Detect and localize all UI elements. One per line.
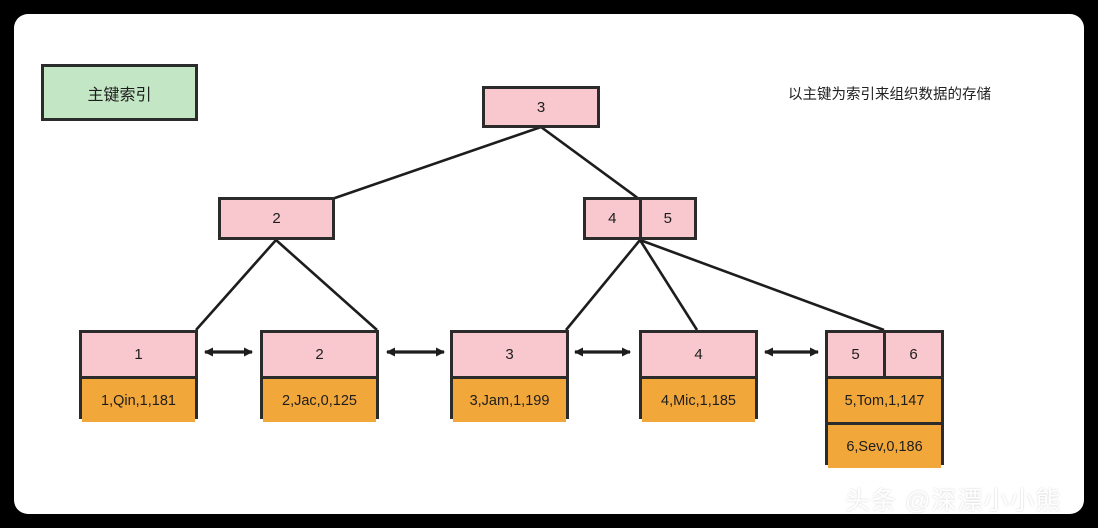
leaf-key-row: 3	[453, 333, 566, 376]
legend-primary-key-index: 主键索引	[41, 64, 198, 121]
leaf-key: 3	[453, 333, 566, 376]
watermark: 头条 @深漂小小熊	[845, 487, 1062, 515]
leaf-node: 5 6 5,Tom,1,147 6,Sev,0,186	[825, 330, 944, 468]
leaf-key-row: 5 6	[828, 333, 941, 376]
leaf-data-row: 4,Mic,1,185	[642, 376, 755, 422]
bplus-tree-diagram: 主键索引 以主键为索引来组织数据的存储 3 2 4 5 1	[14, 14, 1084, 514]
leaf-key-row: 1	[82, 333, 195, 376]
leaf-key: 4	[642, 333, 755, 376]
tree-root-node: 3	[482, 86, 600, 128]
leaf-node: 4 4,Mic,1,185	[639, 330, 758, 422]
leaf-key: 6	[883, 333, 941, 376]
annotation-text: 以主键为索引来组织数据的存储	[788, 87, 991, 103]
leaf-key-row: 4	[642, 333, 755, 376]
leaf-key: 2	[263, 333, 376, 376]
leaf-key-row: 2	[263, 333, 376, 376]
node-cell: 4	[586, 200, 639, 237]
legend-label: 主键索引	[87, 86, 152, 104]
diagram-canvas: 主键索引 以主键为索引来组织数据的存储 3 2 4 5 1	[14, 14, 1084, 514]
leaf-data-row: 3,Jam,1,199	[453, 376, 566, 422]
leaf-data-row: 5,Tom,1,147	[828, 376, 941, 422]
leaf-key: 1	[82, 333, 195, 376]
leaf-data-row: 6,Sev,0,186	[828, 422, 941, 468]
leaf-data-row: 1,Qin,1,181	[82, 376, 195, 422]
node-cell: 2	[221, 200, 332, 237]
leaf-data-row: 2,Jac,0,125	[263, 376, 376, 422]
leaf-node: 1 1,Qin,1,181	[79, 330, 198, 422]
tree-internal-node-left: 2	[218, 197, 335, 240]
node-cell: 3	[485, 89, 597, 125]
leaf-node: 2 2,Jac,0,125	[260, 330, 379, 422]
tree-internal-node-right: 4 5	[583, 197, 697, 240]
node-cell: 5	[638, 200, 694, 237]
leaf-node: 3 3,Jam,1,199	[450, 330, 569, 422]
leaf-key: 5	[828, 333, 883, 376]
